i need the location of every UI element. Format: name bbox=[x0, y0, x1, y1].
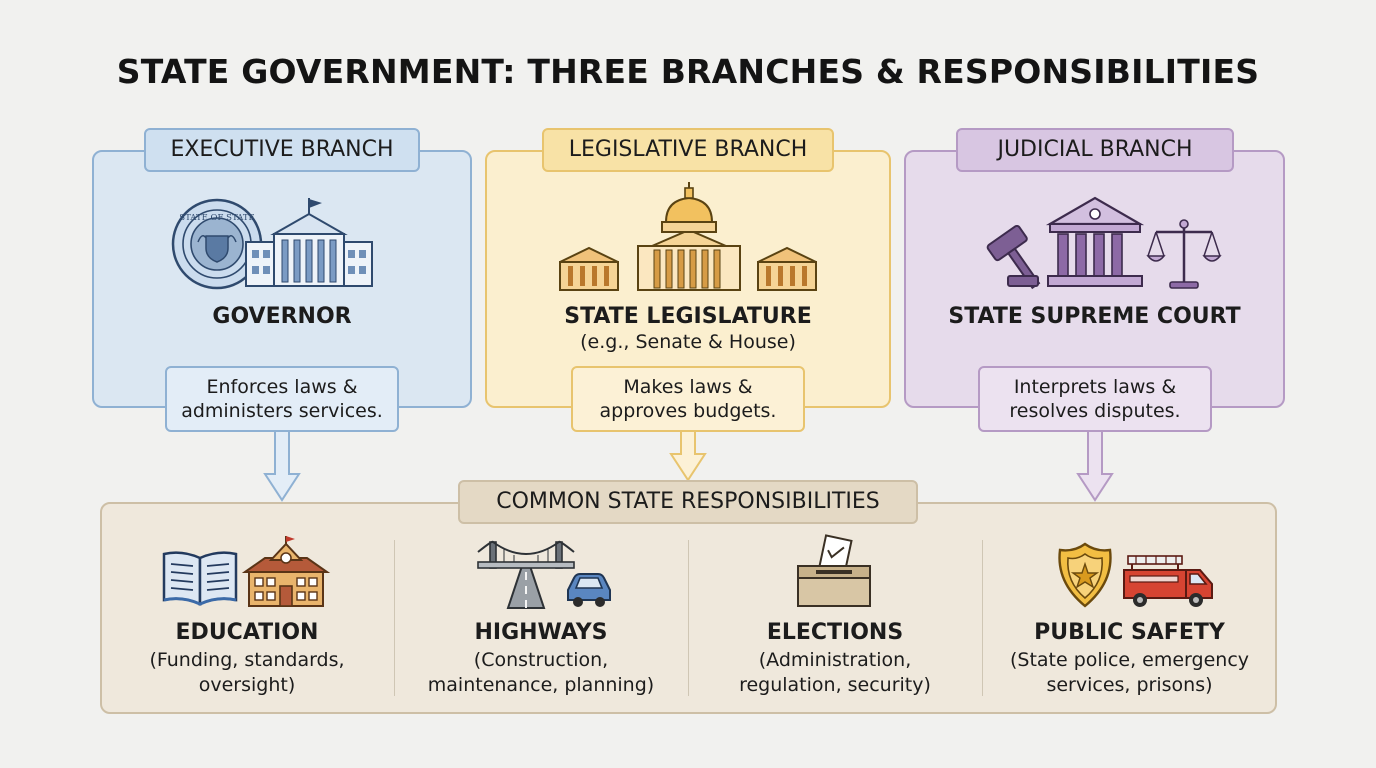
judicial-duty-line1: Interprets laws & bbox=[1013, 376, 1177, 398]
resp-sub-education: (Funding, standards, oversight) bbox=[100, 648, 394, 698]
resp-title-highways: HIGHWAYS bbox=[474, 620, 608, 645]
divider-3 bbox=[982, 540, 983, 696]
courthouse-icon bbox=[1045, 196, 1145, 287]
judicial-branch-tab: JUDICIAL BRANCH bbox=[956, 128, 1234, 172]
seal-text: STATE OF STATE bbox=[179, 213, 254, 223]
police-badge-icon bbox=[1058, 542, 1112, 608]
legislative-duty-box: Makes laws & approves budgets. bbox=[571, 366, 805, 432]
car-icon bbox=[567, 573, 611, 607]
resp-sub-elections: (Administration, regulation, security) bbox=[688, 648, 982, 698]
dome-capitol-icon bbox=[559, 182, 817, 291]
executive-branch-name: GOVERNOR bbox=[212, 304, 352, 329]
resp-line1-highways: (Construction, bbox=[473, 649, 609, 671]
capitol-building-icon bbox=[245, 198, 373, 287]
fire-truck-icon bbox=[1123, 555, 1213, 607]
resp-line1-elections: (Administration, bbox=[758, 649, 912, 671]
executive-duty-box: Enforces laws & administers services. bbox=[165, 366, 399, 432]
resp-title-education: EDUCATION bbox=[175, 620, 319, 645]
divider-2 bbox=[688, 540, 689, 696]
resp-line2-highways: maintenance, planning) bbox=[427, 674, 655, 696]
judicial-duty-box: Interprets laws & resolves disputes. bbox=[978, 366, 1212, 432]
divider-1 bbox=[394, 540, 395, 696]
gavel-icon bbox=[986, 224, 1041, 290]
book-icon bbox=[162, 551, 238, 606]
legislative-duty-line1: Makes laws & bbox=[623, 376, 753, 398]
schoolhouse-icon bbox=[241, 536, 331, 607]
executive-duty-line1: Enforces laws & bbox=[206, 376, 358, 398]
legislative-branch-tab: LEGISLATIVE BRANCH bbox=[542, 128, 834, 172]
judicial-arrow bbox=[1076, 432, 1114, 502]
seal-icon: STATE OF STATE bbox=[171, 198, 263, 290]
scales-icon bbox=[1146, 219, 1222, 289]
resp-line2-elections: regulation, security) bbox=[739, 674, 931, 696]
ballot-box-icon bbox=[797, 534, 871, 607]
responsibilities-tab: COMMON STATE RESPONSIBILITIES bbox=[458, 480, 918, 524]
executive-arrow bbox=[263, 432, 301, 502]
page-title: STATE GOVERNMENT: THREE BRANCHES & RESPO… bbox=[116, 52, 1260, 91]
executive-branch-tab: EXECUTIVE BRANCH bbox=[144, 128, 420, 172]
legislative-branch-name: STATE LEGISLATURE bbox=[564, 304, 812, 329]
resp-sub-public-safety: (State police, emergency services, priso… bbox=[982, 648, 1277, 698]
legislative-duty-line2: approves budgets. bbox=[599, 400, 777, 422]
resp-line2-public-safety: services, prisons) bbox=[1046, 674, 1213, 696]
judicial-branch-name: STATE SUPREME COURT bbox=[948, 304, 1241, 329]
legislative-branch-sub: (e.g., Senate & House) bbox=[580, 331, 796, 353]
bridge-road-icon bbox=[477, 540, 575, 609]
resp-sub-highways: (Construction, maintenance, planning) bbox=[394, 648, 688, 698]
resp-line2-education: oversight) bbox=[198, 674, 296, 696]
resp-line1-education: (Funding, standards, bbox=[149, 649, 345, 671]
resp-title-public-safety: PUBLIC SAFETY bbox=[1034, 620, 1225, 645]
executive-duty-line2: administers services. bbox=[181, 400, 383, 422]
legislative-arrow bbox=[669, 432, 707, 482]
judicial-duty-line2: resolves disputes. bbox=[1009, 400, 1181, 422]
resp-title-elections: ELECTIONS bbox=[766, 620, 904, 645]
resp-line1-public-safety: (State police, emergency bbox=[1009, 649, 1250, 671]
